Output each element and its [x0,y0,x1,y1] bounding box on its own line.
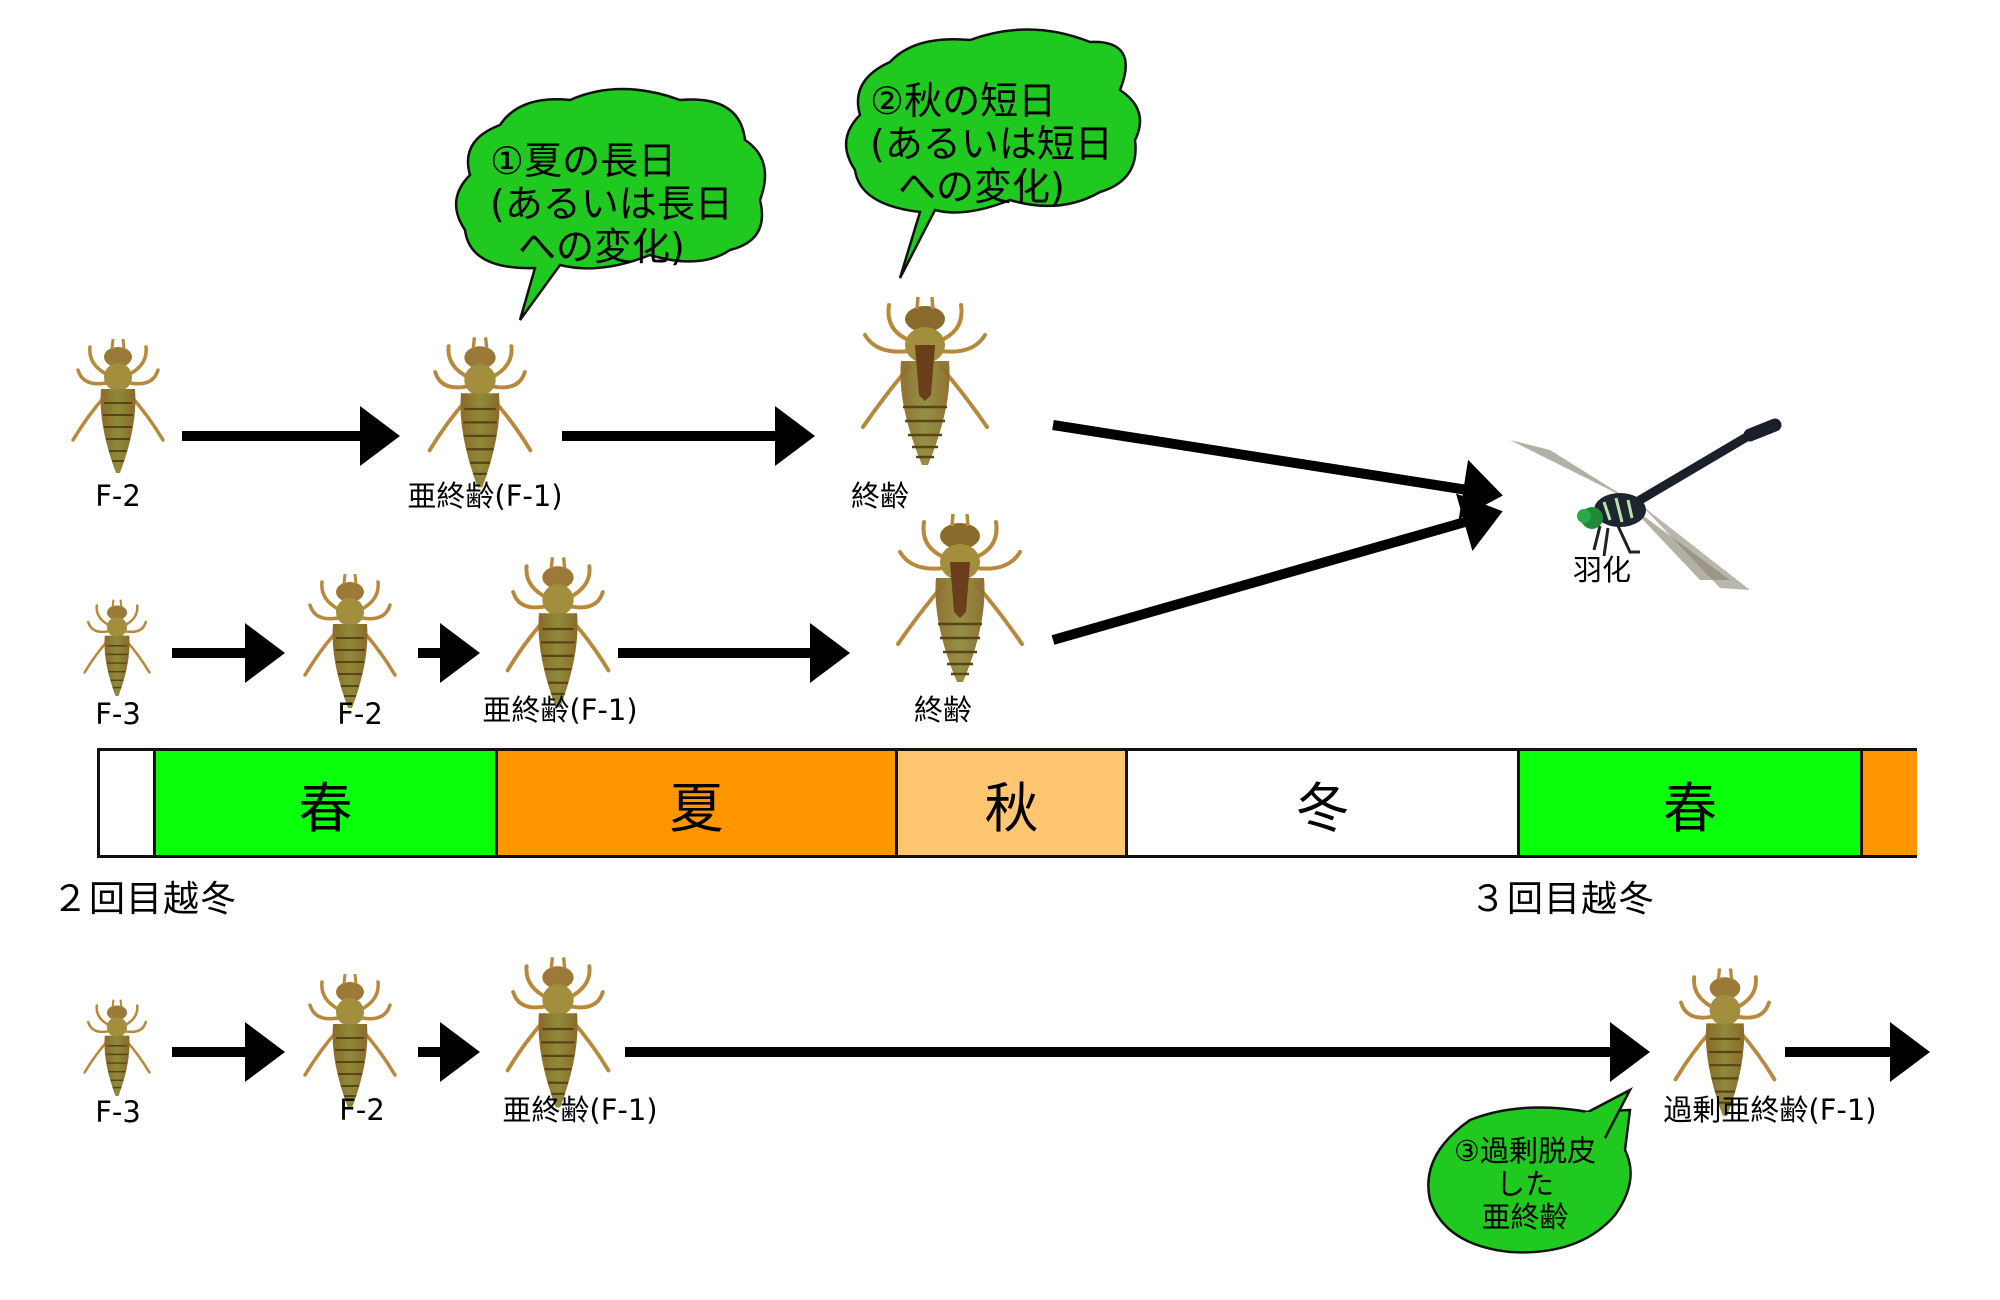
callout-2-text: ②秋の短日 (あるいは短日 への変化) [870,80,1113,209]
callout-3-line-3: 亜終齢 [1481,1200,1569,1234]
callout-2-line-1: ②秋の短日 [870,79,1057,123]
callout-1-line-1: ①夏の長日 [490,139,677,183]
larva-f3-icon [83,998,151,1098]
row1-stage-label: 終齢 [850,479,910,513]
dragonfly-icon [1510,425,1775,590]
callout-1-shape [454,87,767,321]
season-summer: 夏 [498,751,898,855]
season-winter: 冬 [1128,751,1520,855]
callout-2-line-2: (あるいは短日 [870,122,1113,166]
callout-2-line-3: への変化) [898,165,1065,209]
season-spring: 春 [156,751,498,855]
larva-f1-icon [505,555,611,710]
season-timeline: 春 夏 秋 冬 春 [97,748,1917,858]
larva-f2-icon [71,337,165,475]
callout-3-shape [1427,1087,1633,1254]
row2-stage-label: 終齢 [913,693,973,727]
larva-f1-icon [427,335,533,490]
larva-f3-icon [83,598,151,698]
season-summer-next [1863,751,1917,855]
larva-f2-icon [303,972,397,1110]
callout-1-line-2: (あるいは長日 [490,182,733,226]
season-spring-next: 春 [1520,751,1863,855]
overwinter-label-3: ３回目越冬 [1470,879,1656,920]
callout-1-text: ①夏の長日 (あるいは長日 への変化) [490,140,733,269]
arrow-row2-to-adult [1051,493,1503,645]
season-autumn: 秋 [898,751,1128,855]
callout-3-text: ③過剰脱皮 した 亜終齢 [1445,1135,1605,1234]
larva-final-icon [896,512,1024,684]
arrow-row1-to-adult [1052,420,1503,519]
row3-stage-label: 亜終齢(F-1) [502,1093,658,1127]
row3-stage-label: F-2 [339,1093,385,1127]
callout-3-line-2: した [1495,1167,1554,1201]
row2-stage-label: 亜終齢(F-1) [482,693,638,727]
row1-stage-label: 亜終齢(F-1) [407,479,563,513]
callout-2-shape [844,28,1142,279]
emergence-label: 羽化 [1572,553,1632,587]
row3-stage-label: F-3 [95,1095,141,1129]
season-winter-tail [100,751,156,855]
callout-3-line-1: ③過剰脱皮 [1454,1134,1596,1168]
row2-stage-label: F-3 [95,697,141,731]
larva-f1-icon [505,955,611,1110]
callout-1-line-3: への変化) [518,225,685,269]
row3-stage-label: 過剰亜終齢(F-1) [1663,1093,1877,1127]
row1-stage-label: F-2 [95,479,141,513]
larva-final-icon [861,295,989,467]
row2-stage-label: F-2 [337,697,383,731]
larva-f2-icon [303,572,397,710]
overwinter-label-2: ２回目越冬 [52,879,238,920]
